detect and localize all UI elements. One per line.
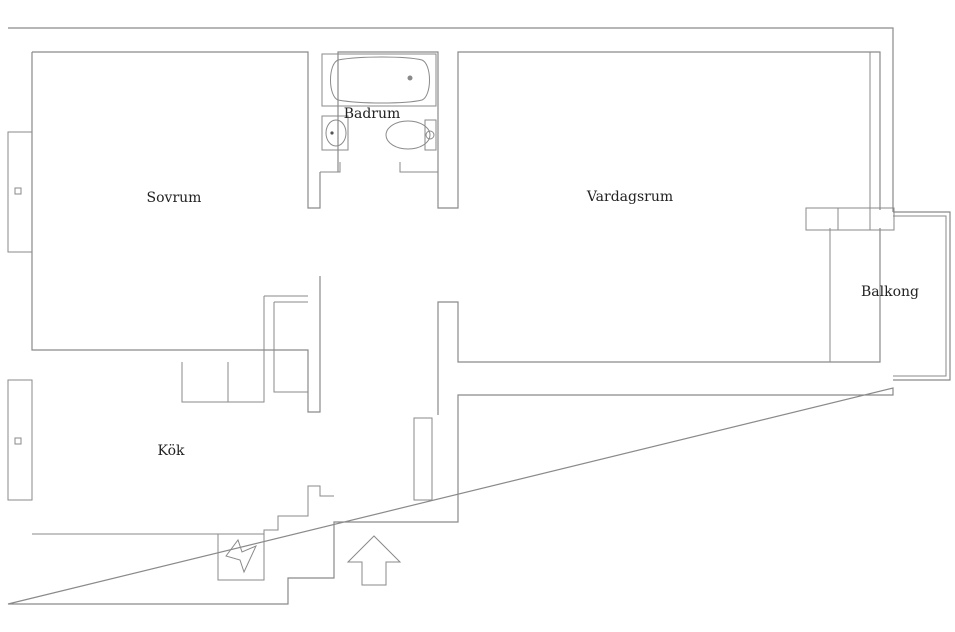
room-label-badrum: Badrum bbox=[343, 106, 401, 122]
balcony-walls bbox=[829, 211, 951, 381]
sink-icon bbox=[321, 115, 349, 151]
balcony-door bbox=[805, 52, 895, 231]
left-windows bbox=[7, 131, 33, 501]
hall-wardrobe bbox=[413, 417, 433, 501]
room-label-kok: Kök bbox=[157, 443, 185, 459]
bathtub-icon bbox=[321, 53, 437, 107]
outer-walls bbox=[7, 27, 894, 605]
stove-icon bbox=[217, 533, 265, 581]
room-label-balkong: Balkong bbox=[860, 284, 920, 300]
toilet-icon bbox=[385, 119, 437, 151]
room-label-vardagsrum: Vardagsrum bbox=[586, 189, 674, 205]
room-label-sovrum: Sovrum bbox=[146, 190, 202, 206]
bathroom-walls bbox=[320, 162, 438, 173]
entrance-arrow-icon[interactable] bbox=[346, 535, 402, 586]
kitchen-cabinets bbox=[32, 295, 334, 581]
